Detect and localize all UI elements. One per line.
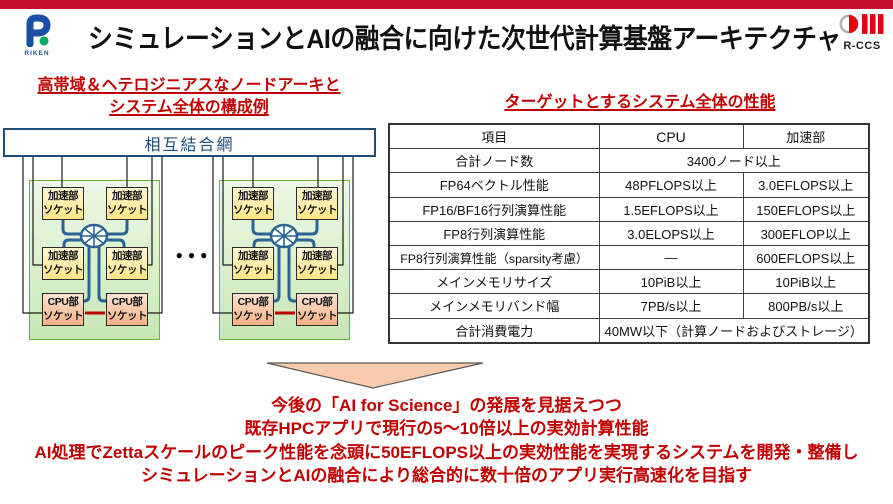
cell-accel: 300EFLOP以上 [742, 220, 870, 246]
cell-item: FP64ベクトル性能 [388, 172, 600, 198]
accel-socket: 加速部 ソケット [106, 247, 148, 280]
cell-accel: 150EFLOPS以上 [742, 196, 870, 222]
table-header-row: 項目 CPU 加速部 [388, 123, 870, 150]
cell-cpu: 1.5EFLOPS以上 [598, 196, 744, 222]
cell-cpu: 48PFLOPS以上 [598, 172, 744, 198]
cell-item: 合計消費電力 [388, 317, 600, 344]
accel-socket: 加速部 ソケット [42, 187, 84, 220]
riken-r-mark-icon [26, 14, 51, 48]
accel-socket: 加速部 ソケット [296, 187, 338, 220]
cell-item: メインメモリサイズ [388, 269, 600, 295]
summary-line-2: 既存HPCアプリで現行の5～10倍以上の実効計算性能 [244, 419, 649, 439]
diagram-connections [22, 157, 354, 315]
table-title: ターゲットとするシステム全体の性能 [504, 94, 776, 111]
summary-line-1: 今後の「AI for Science」の発展を見据えつつ [271, 396, 622, 415]
table-row: FP16/BF16行列演算性能 1.5EFLOPS以上 150EFLOPS以上 [388, 196, 870, 222]
header-accel: 加速部 [742, 123, 870, 150]
cell-item: FP8行列演算性能（sparsity考慮） [388, 244, 600, 271]
switch-links-node1 [61, 218, 129, 303]
cell-cpu: ― [598, 244, 744, 271]
node-ellipsis: ●●● [175, 248, 213, 262]
summary-line-3: AI処理でZettaスケールのピーク性能を念頭に50EFLOPS以上の実効性能を… [34, 442, 859, 462]
riken-logo: RIKEN [17, 13, 57, 57]
table-row: メインメモリサイズ 10PiB以上 10PiB以上 [388, 269, 870, 295]
page-title: シミュレーションとAIの融合に向けた次世代計算基盤アーキテクチャ [88, 24, 841, 54]
cell-value: 3400ノード以上 [598, 148, 870, 174]
left-section-heading: 高帯域＆ヘテロジニアスなノードアーキと システム全体の構成例 [8, 75, 370, 118]
rccs-label: R-CCS [843, 40, 881, 52]
cell-item: FP16/BF16行列演算性能 [388, 196, 600, 222]
header-cpu: CPU [598, 123, 744, 150]
accel-socket: 加速部 ソケット [232, 187, 274, 220]
table-row: 合計消費電力 40MW以下（計算ノードおよびストレージ） [388, 317, 870, 344]
cell-accel: 10PiB以上 [742, 269, 870, 295]
table-row: メインメモリバンド幅 7PB/s以上 800PB/s以上 [388, 293, 870, 319]
summary-line-4: シミュレーションとAIの融合により総合的に数十倍のアプリ実行高速化を目指す [141, 466, 752, 486]
left-heading-line1: 高帯域＆ヘテロジニアスなノードアーキと [37, 77, 341, 94]
rccs-logo: R-CCS [836, 12, 888, 52]
cpu-socket: CPU部 ソケット [296, 293, 338, 326]
left-heading-line2: システム全体の構成例 [109, 98, 269, 116]
top-accent-bar [0, 0, 893, 9]
cell-cpu: 3.0ELOPS以上 [598, 220, 744, 246]
cpu-socket: CPU部 ソケット [232, 293, 274, 326]
summary-text: 今後の「AI for Science」の発展を見据えつつ 既存HPCアプリで現行… [0, 394, 893, 488]
cell-item: メインメモリバンド幅 [388, 293, 600, 319]
accel-socket: 加速部 ソケット [42, 247, 84, 280]
cell-accel: 3.0EFLOPS以上 [742, 172, 870, 198]
cell-cpu: 10PiB以上 [598, 269, 744, 295]
table-row: FP8行列演算性能（sparsity考慮） ― 600EFLOPS以上 [388, 244, 870, 271]
cell-accel: 600EFLOPS以上 [742, 244, 870, 271]
cpu-socket: CPU部 ソケット [106, 293, 148, 326]
cell-cpu: 7PB/s以上 [598, 293, 744, 319]
cell-accel: 800PB/s以上 [742, 293, 870, 319]
table-row: 合計ノード数 3400ノード以上 [388, 148, 870, 174]
cell-item: 合計ノード数 [388, 148, 600, 174]
accel-socket: 加速部 ソケット [296, 247, 338, 280]
down-arrow-icon [266, 362, 484, 389]
header-item: 項目 [388, 123, 600, 150]
network-links-node1 [22, 157, 163, 314]
cpu-socket: CPU部 ソケット [42, 293, 84, 326]
accel-socket: 加速部 ソケット [106, 187, 148, 220]
performance-table: 項目 CPU 加速部 合計ノード数 3400ノード以上 FP64ベクトル性能 4… [388, 123, 870, 344]
switch-icon-node2 [269, 223, 299, 249]
switch-links-node2 [251, 218, 319, 303]
rccs-mark-icon [839, 14, 884, 34]
cell-item: FP8行列演算性能 [388, 220, 600, 246]
riken-label: RIKEN [24, 50, 50, 57]
network-links-node2 [212, 157, 354, 314]
table-row: FP64ベクトル性能 48PFLOPS以上 3.0EFLOPS以上 [388, 172, 870, 198]
cell-value: 40MW以下（計算ノードおよびストレージ） [598, 317, 870, 344]
table-row: FP8行列演算性能 3.0ELOPS以上 300EFLOP以上 [388, 220, 870, 246]
switch-icon-node1 [79, 223, 109, 249]
accel-socket: 加速部 ソケット [232, 247, 274, 280]
interconnect-box: 相互結合網 [3, 128, 376, 157]
